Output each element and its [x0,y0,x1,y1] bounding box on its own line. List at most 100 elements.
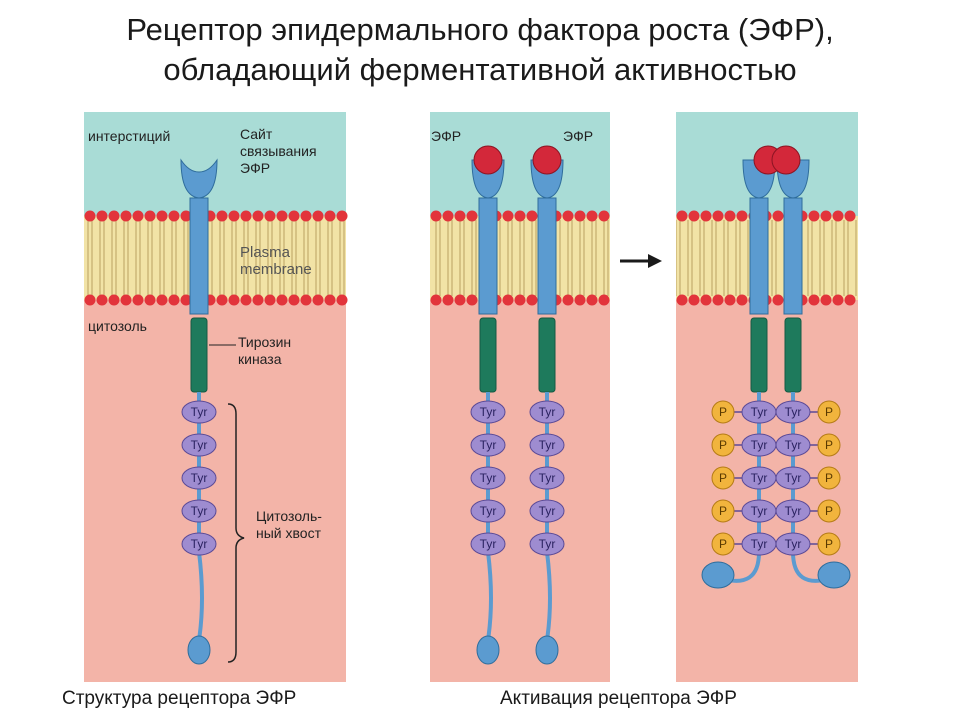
lipid-head [574,210,586,222]
lipid-head [264,294,276,306]
tyr-label: Tyr [785,438,802,452]
phosphate-group [817,400,841,424]
phosphate-label: P [719,504,727,518]
lipid-head [144,210,156,222]
phosphate-label: P [719,438,727,452]
lipid-head [844,210,856,222]
lipid-head [336,294,348,306]
tyr-residue [529,466,565,490]
lipid-head [586,294,598,306]
tyrosine-kinase-line-1: Тирозин [238,334,292,350]
plasma-membrane-line-1: Plasma [240,244,291,261]
lipid-head [84,210,96,222]
tyr-residue [470,433,506,457]
phosphate-group [817,499,841,523]
tyr-label: Tyr [751,438,768,452]
lipid-head [120,210,132,222]
tyr-residue [181,433,217,457]
lipid-head [336,210,348,222]
lipid-head [132,294,144,306]
lipid-head [562,294,574,306]
tyr-label: Tyr [191,405,208,419]
lipid-head [108,210,120,222]
lipid-head [276,210,288,222]
tyr-label: Tyr [191,504,208,518]
tail-terminal-bulb [817,561,851,589]
tyr-label: Tyr [539,405,556,419]
lipid-head [252,294,264,306]
tyr-residue [529,499,565,523]
lipid-head [466,294,478,306]
phosphate-label: P [825,537,833,551]
cytosolic-tail-label: Цитозоль- ный хвост [256,508,322,542]
lipid-head [264,210,276,222]
tail-terminal-bulb [701,561,735,589]
tyr-label: Tyr [191,537,208,551]
binding-site-line-2: связывания [240,143,317,159]
caption-structure: Структура рецептора ЭФР [62,688,297,709]
lipid-tails-0 [84,220,346,296]
phosphate-group [711,532,735,556]
lipid-head [216,294,228,306]
tyr-residue [470,466,506,490]
lipid-head [700,294,712,306]
lipid-head [562,210,574,222]
tyr-residue [470,499,506,523]
lipid-head [276,294,288,306]
lipid-head [736,210,748,222]
lipid-head [108,294,120,306]
phosphate-label: P [825,504,833,518]
tyr-label: Tyr [539,504,556,518]
egf-label-left: ЭФР [431,128,462,144]
lipid-head [300,294,312,306]
phosphate-label: P [825,471,833,485]
cytosolic-tail [197,551,204,641]
lipid-head [502,294,514,306]
lipid-head [228,294,240,306]
lipid-head [724,210,736,222]
lipid-head [430,294,442,306]
lipid-head [712,294,724,306]
phosphate-label: P [719,405,727,419]
lipid-head [168,210,180,222]
lipid-head [724,294,736,306]
tyr-label: Tyr [785,405,802,419]
lipid-head [156,210,168,222]
lipid-head [216,210,228,222]
lipid-head [514,210,526,222]
phosphate-group [817,466,841,490]
tyr-residue [529,433,565,457]
cytosolic-tail-line-1: Цитозоль- [256,508,322,524]
lipid-head [502,210,514,222]
lipid-head [676,294,688,306]
cytosol-label: цитозоль [88,318,147,334]
cytosol-region-0 [84,300,346,682]
tyr-label: Tyr [785,471,802,485]
egf-label-right: ЭФР [563,128,594,144]
title-line-1: Рецептор эпидермального фактора роста (Э… [126,12,834,47]
lipid-head [180,210,192,222]
lipid-head [820,210,832,222]
lipid-head [442,294,454,306]
tyr-label: Tyr [191,471,208,485]
lipid-head [288,210,300,222]
tyr-residue [529,532,565,556]
phosphate-label: P [825,438,833,452]
lipid-head [598,210,610,222]
phosphate-group [711,499,735,523]
tyr-residue [181,499,217,523]
caption-activation: Активация рецептора ЭФР [500,688,737,709]
lipid-head [808,294,820,306]
cytosolic-tail-line-2: ный хвост [256,525,321,541]
lipid-head [180,294,192,306]
tyr-label: Tyr [785,537,802,551]
binding-site-line-3: ЭФР [240,160,271,176]
tyrosine-kinase-domain [479,317,497,393]
lipid-head [442,210,454,222]
tyr-label: Tyr [480,405,497,419]
transmembrane-domain [189,197,209,315]
